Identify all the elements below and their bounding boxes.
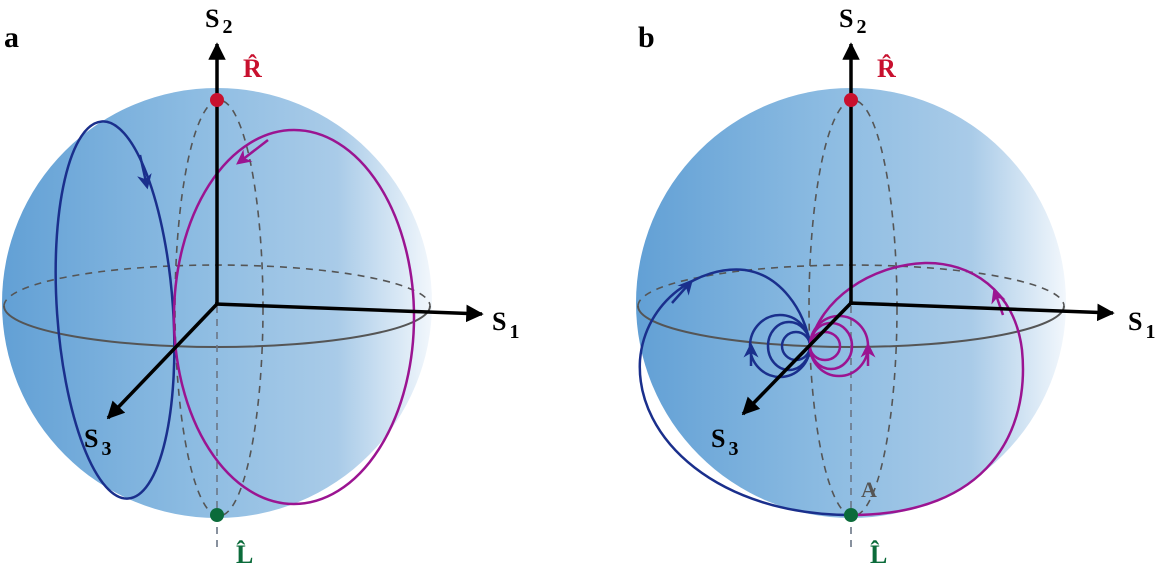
meridian xyxy=(808,99,898,517)
blue-trajectory xyxy=(638,268,852,517)
meridian xyxy=(174,99,264,517)
magenta-direction-arrow xyxy=(991,287,1006,316)
l-point-marker xyxy=(210,508,224,522)
blue-trajectory xyxy=(54,120,176,500)
s1-axis-arrow xyxy=(848,301,1115,322)
s1-axis-arrow xyxy=(214,302,484,323)
l-point-label: L̂ xyxy=(236,540,254,569)
blue-direction-arrow xyxy=(671,279,693,304)
l-point-label: L̂ xyxy=(870,540,888,569)
blue-direction-arrow xyxy=(137,154,152,190)
magenta-trajectory xyxy=(172,128,416,506)
r-point-label: R̂ xyxy=(877,54,896,83)
l-point-marker xyxy=(844,508,858,522)
s3-axis-arrow xyxy=(106,302,219,420)
r-point-label: R̂ xyxy=(243,54,262,83)
magenta-trajectory xyxy=(808,261,1025,517)
a-point-label: A xyxy=(861,477,877,502)
magenta-direction-arrow xyxy=(236,139,269,165)
r-point-marker xyxy=(844,93,858,107)
panel-label: b xyxy=(638,21,655,54)
s3-axis-arrow xyxy=(741,301,853,416)
r-point-marker xyxy=(210,93,224,107)
panel-label: a xyxy=(4,21,19,54)
